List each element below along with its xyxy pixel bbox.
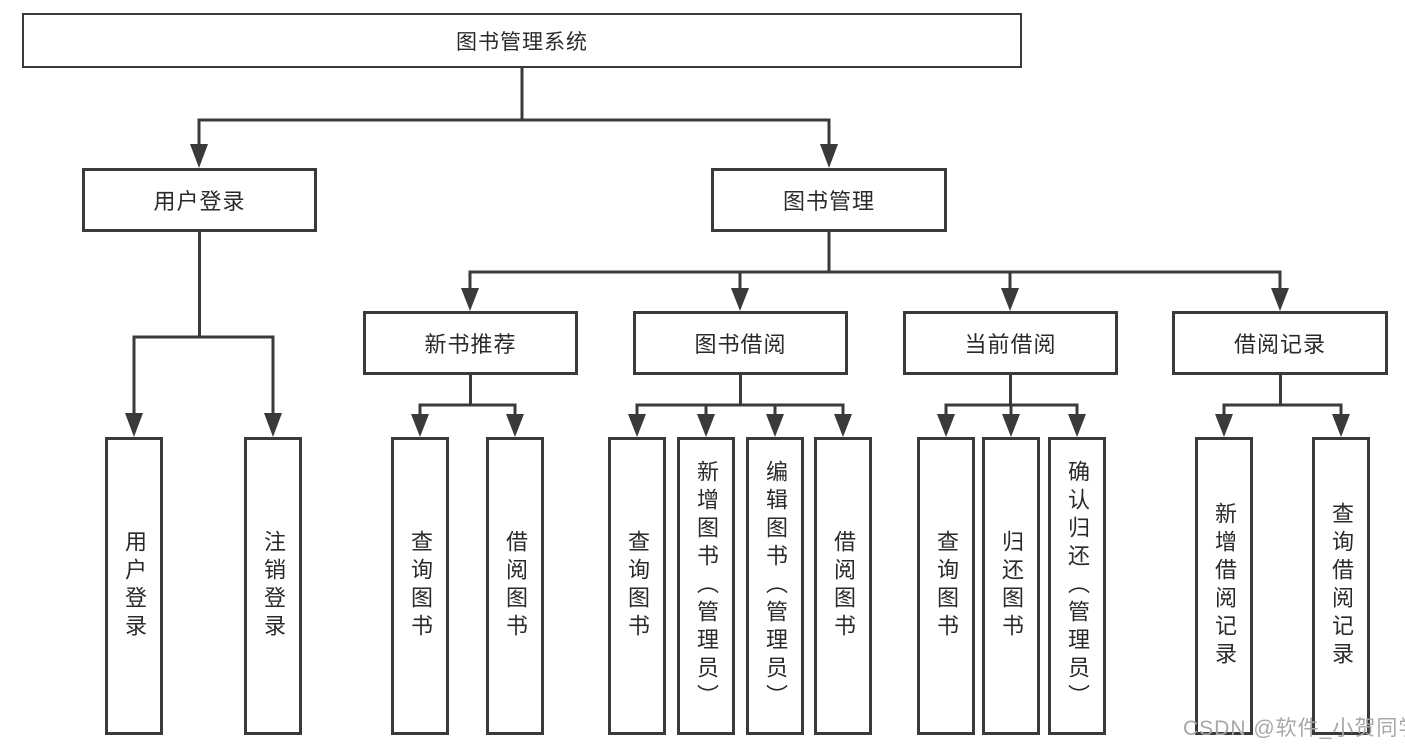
leaf-logout: 注销登录 xyxy=(244,437,302,735)
node-borrowing-records: 借阅记录 xyxy=(1172,311,1388,375)
leaf-query-books-current: 查询图书 xyxy=(917,437,975,735)
leaf-add-borrow-record: 新增借阅记录 xyxy=(1195,437,1253,735)
leaf-borrow-books-recommend: 借阅图书 xyxy=(486,437,544,735)
leaf-confirm-return-admin: 确认归还（管理员） xyxy=(1048,437,1106,735)
node-user-login-branch: 用户登录 xyxy=(82,168,317,232)
csdn-watermark: CSDN @软件_小贺同学 xyxy=(1183,717,1405,740)
node-book-management-branch: 图书管理 xyxy=(711,168,947,232)
leaf-add-books-admin: 新增图书（管理员） xyxy=(677,437,735,735)
node-new-book-recommendation: 新书推荐 xyxy=(363,311,578,375)
leaf-edit-books-admin: 编辑图书（管理员） xyxy=(746,437,804,735)
leaf-query-borrow-record: 查询借阅记录 xyxy=(1312,437,1370,735)
leaf-borrow-books: 借阅图书 xyxy=(814,437,872,735)
node-current-borrowing: 当前借阅 xyxy=(903,311,1118,375)
leaf-user-login: 用户登录 xyxy=(105,437,163,735)
leaf-return-books: 归还图书 xyxy=(982,437,1040,735)
node-book-borrowing: 图书借阅 xyxy=(633,311,848,375)
node-library-management-system: 图书管理系统 xyxy=(22,13,1022,68)
leaf-query-books-borrowing: 查询图书 xyxy=(608,437,666,735)
leaf-query-books-recommend: 查询图书 xyxy=(391,437,449,735)
